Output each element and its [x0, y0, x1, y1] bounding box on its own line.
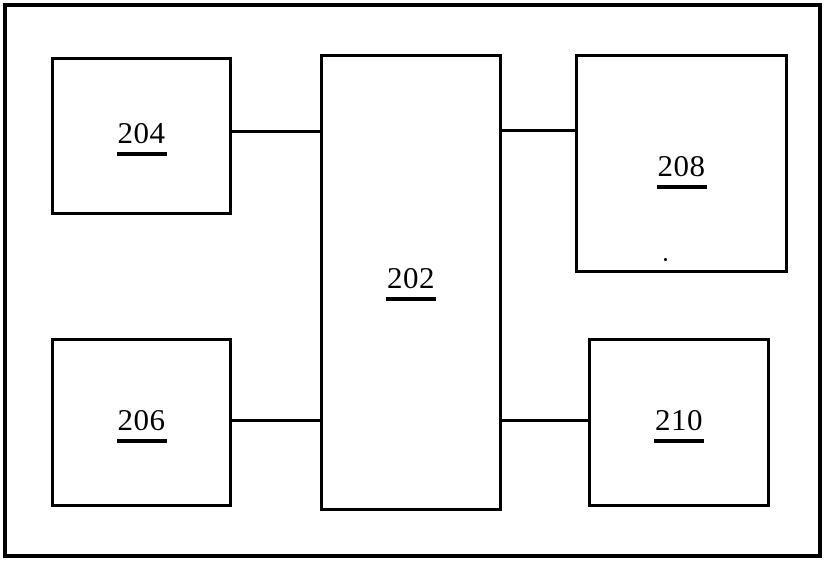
connector-202-to-208: [500, 129, 577, 132]
block-202-label: 202: [323, 262, 499, 301]
block-210[interactable]: 210: [588, 338, 770, 507]
block-206-label: 206: [54, 404, 229, 443]
block-204-label: 204: [54, 117, 229, 156]
block-210-label-text: 210: [654, 404, 704, 443]
block-208[interactable]: 208: [575, 54, 788, 273]
block-204-label-text: 204: [116, 117, 167, 156]
scan-speck-artifact: [664, 258, 667, 261]
block-210-label: 210: [591, 404, 767, 443]
block-202[interactable]: 202: [320, 54, 502, 511]
connector-202-to-210: [500, 419, 590, 422]
block-208-label-text: 208: [656, 150, 707, 189]
block-206-label-text: 206: [116, 404, 167, 443]
block-208-label: 208: [578, 150, 785, 189]
block-204[interactable]: 204: [51, 57, 232, 215]
connector-204-to-202: [231, 130, 322, 133]
block-206[interactable]: 206: [51, 338, 232, 507]
connector-206-to-202: [231, 419, 322, 422]
block-202-label-text: 202: [386, 262, 436, 301]
